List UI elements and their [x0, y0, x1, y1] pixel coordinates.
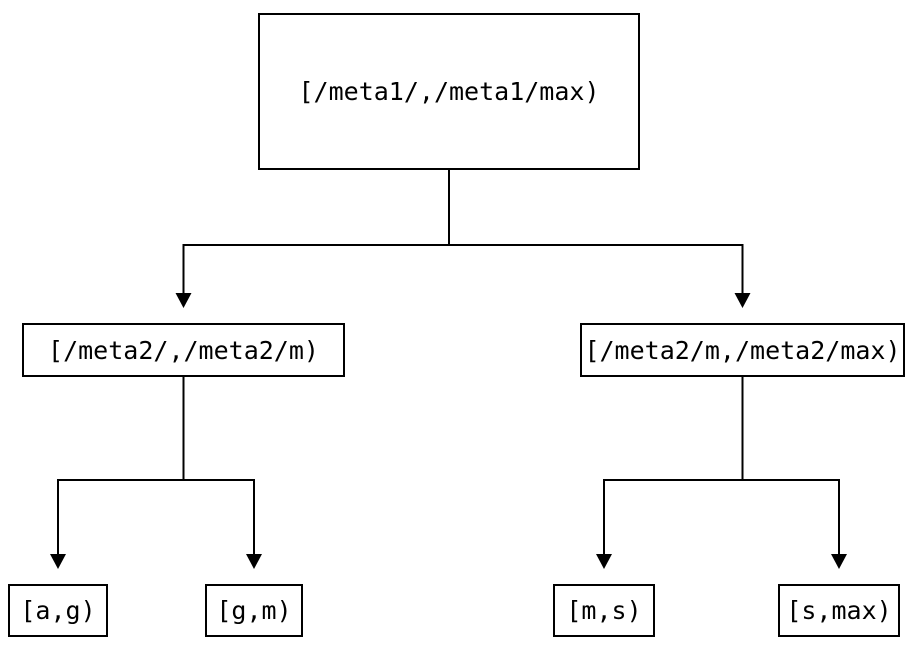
edge-right-rightright [741, 377, 847, 569]
node-root: [/meta1/,/meta1/max) [258, 13, 640, 170]
node-root-label: [/meta1/,/meta1/max) [298, 77, 600, 106]
node-left-label: [/meta2/,/meta2/m) [48, 335, 319, 365]
node-left-left-label: [a,g) [20, 596, 96, 625]
node-right-right: [s,max) [778, 584, 900, 637]
edge-root-right-arrowhead [734, 293, 751, 308]
node-right-left-label: [m,s) [566, 596, 642, 625]
node-right-label: [/meta2/m,/meta2/max) [584, 335, 901, 365]
edge-left-leftright-arrowhead [246, 554, 262, 569]
node-right-left: [m,s) [553, 584, 655, 637]
node-left: [/meta2/,/meta2/m) [22, 323, 345, 377]
node-left-left: [a,g) [8, 584, 108, 637]
node-left-right: [g,m) [205, 584, 303, 637]
node-right-right-label: [s,max) [786, 596, 892, 625]
edge-right-rightleft-arrowhead [596, 554, 612, 569]
edge-left-leftright [182, 377, 262, 569]
edge-right-rightleft [596, 377, 744, 569]
node-right: [/meta2/m,/meta2/max) [580, 323, 905, 377]
edge-left-leftleft-arrowhead [50, 554, 66, 569]
edge-root-left-arrowhead [175, 293, 192, 308]
edge-root-right [448, 170, 751, 308]
node-left-right-label: [g,m) [216, 596, 292, 625]
edge-right-rightright-arrowhead [831, 554, 847, 569]
edge-root-left [175, 170, 450, 308]
edge-left-leftleft [50, 377, 185, 569]
